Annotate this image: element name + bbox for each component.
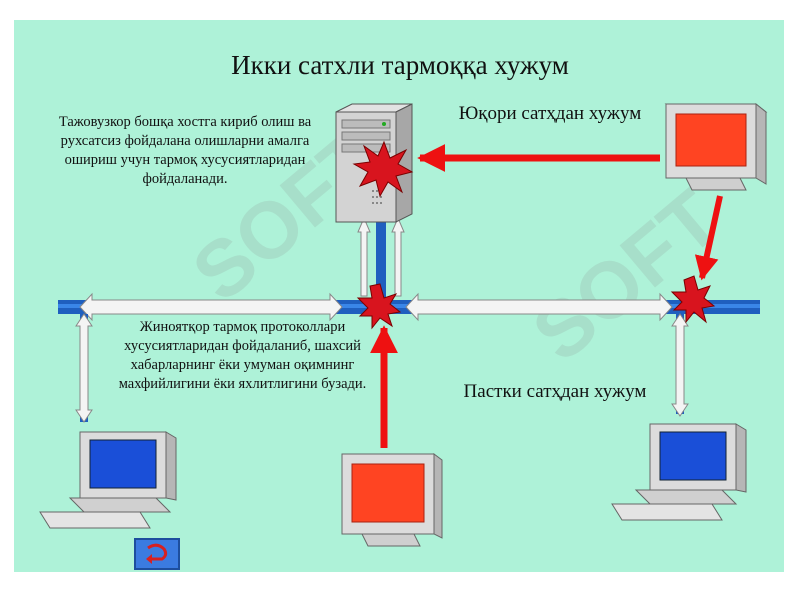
breach-burst-bus-right	[670, 275, 716, 324]
breach-burst-server	[352, 140, 414, 198]
bus-data-arrow-left	[79, 292, 343, 322]
user-computer-left	[39, 431, 177, 529]
criminal-protocols-description: Жиноятқор тармоқ протоколлари хусусиятла…	[118, 319, 367, 393]
intruder-host-description: Тажовузкор бошқа хостга кириб олиш ва ру…	[58, 114, 312, 188]
upper-monitor-drop-arrow	[694, 195, 723, 281]
lower-attack-label: Пастки сатҳдан хужум	[463, 381, 647, 402]
upper-attack-label: Юқори сатҳдан хужум	[458, 103, 642, 124]
back-button[interactable]	[134, 538, 180, 570]
diagram-title: Икки сатхли тармоққа хужум	[231, 50, 569, 80]
return-arrow-icon	[146, 543, 168, 564]
user-computer-right	[611, 423, 747, 521]
breach-burst-bus-center	[356, 283, 402, 330]
left-computer-link	[75, 313, 93, 423]
server-link	[357, 216, 405, 302]
bus-data-arrow-right	[405, 292, 673, 322]
right-computer-link	[671, 313, 689, 417]
attacker-monitor-upper	[664, 102, 768, 191]
attacker-monitor-lower	[341, 453, 443, 547]
